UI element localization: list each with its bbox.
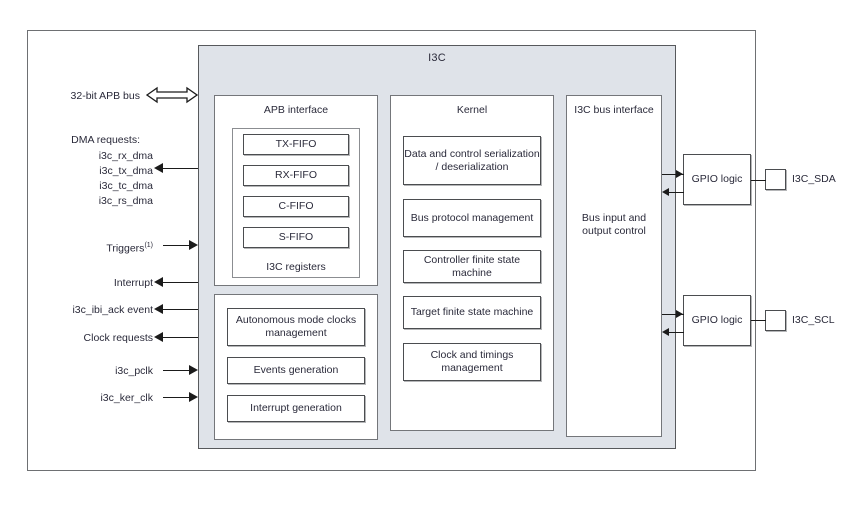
autonomous-mode-clocks-management-box: Autonomous mode clocks management [227,308,365,346]
sda-out-line [662,174,684,175]
sda-out-arrowhead [676,170,683,178]
sda-pad-line [751,180,766,181]
bus-protocol-management-box: Bus protocol management [403,199,541,237]
gpio-logic-sda-box: GPIO logic [683,154,751,205]
triggers-line [163,245,190,246]
label-i3c-ibi-ack-event: i3c_ibi_ack event [72,304,153,316]
ibi-ack-arrowhead [154,304,163,314]
i3c-bus-interface-panel [566,95,662,437]
scl-pad-line [751,320,766,321]
i3c-scl-pad [765,310,786,331]
kernel-heading: Kernel [456,104,488,116]
clock-timings-management-box: Clock and timings management [403,343,541,381]
controller-fsm-box: Controller finite state machine [403,250,541,283]
triggers-footnote-marker: (1) [144,242,153,249]
i3c-sda-pad [765,169,786,190]
events-generation-box: Events generation [227,357,365,384]
rx-fifo-box: RX-FIFO [243,165,349,186]
triggers-text: Triggers [106,242,145,255]
pclk-arrowhead [189,365,198,375]
dma-arrowhead [154,163,163,173]
scl-in-line [668,332,684,333]
interrupt-arrowhead [154,277,163,287]
clock-requests-arrowhead [154,332,163,342]
tx-fifo-box: TX-FIFO [243,134,349,155]
triggers-arrowhead [189,240,198,250]
i3c-scl-label: I3C_SCL [792,314,835,326]
ibi-ack-line [163,309,198,310]
label-i3c-tc-dma: i3c_tc_dma [99,180,153,192]
label-triggers: Triggers(1) [106,239,153,256]
interrupt-line [163,282,198,283]
dma-line [163,168,198,169]
i3c-block-title: I3C [428,52,446,64]
label-interrupt: Interrupt [113,277,153,289]
ker-clk-arrowhead [189,392,198,402]
label-clock-requests: Clock requests [83,332,153,344]
label-dma-requests: DMA requests: [71,134,140,146]
scl-in-arrowhead [662,328,669,336]
label-i3c-rx-dma: i3c_rx_dma [98,150,153,162]
clock-requests-line [163,337,198,338]
interrupt-generation-box: Interrupt generation [227,395,365,422]
sda-in-line [668,192,684,193]
label-i3c-rs-dma: i3c_rs_dma [98,195,153,207]
data-control-serialization-box: Data and control serialization / deseria… [403,136,541,185]
c-fifo-box: C-FIFO [243,196,349,217]
pclk-line [163,370,190,371]
i3c-registers-caption: I3C registers [266,261,326,273]
label-i3c-pclk: i3c_pclk [115,365,153,377]
sda-in-arrowhead [662,188,669,196]
ker-clk-line [163,397,190,398]
gpio-logic-scl-box: GPIO logic [683,295,751,346]
scl-out-line [662,314,684,315]
i3c-sda-label: I3C_SDA [792,173,836,185]
bus-io-control-caption: Bus input and output control [581,212,647,237]
scl-out-arrowhead [676,310,683,318]
apb-bus-bidirectional-arrow [146,86,198,104]
target-fsm-box: Target finite state machine [403,296,541,329]
s-fifo-box: S-FIFO [243,227,349,248]
apb-interface-heading: APB interface [263,104,329,116]
label-32bit-apb-bus: 32-bit APB bus [70,90,140,102]
i3c-bus-interface-heading: I3C bus interface [574,104,654,116]
label-i3c-tx-dma: i3c_tx_dma [99,165,153,177]
label-i3c-ker-clk: i3c_ker_clk [100,392,153,404]
